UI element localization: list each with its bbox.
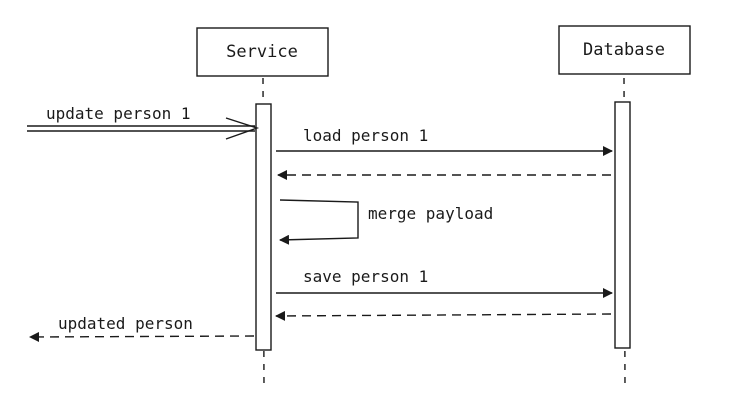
message-updated-response-line bbox=[29, 331, 255, 342]
message-save-request-label: save person 1 bbox=[303, 267, 428, 286]
activation-bar-database bbox=[614, 101, 631, 349]
message-merge-self-label: merge payload bbox=[368, 204, 493, 223]
message-update-request-label: update person 1 bbox=[46, 104, 191, 123]
message-updated-response-label: updated person bbox=[58, 314, 193, 333]
participant-database-label: Database bbox=[583, 40, 665, 60]
message-load-request: load person 1 bbox=[276, 126, 613, 156]
message-updated-response: updated person bbox=[29, 314, 255, 342]
participant-database-box bbox=[558, 25, 691, 75]
message-update-request-arrowhead bbox=[225, 117, 260, 140]
activation-bar-service bbox=[255, 103, 272, 351]
participant-service-label: Service bbox=[226, 42, 298, 62]
message-save-response bbox=[275, 310, 612, 321]
participant-database[interactable]: Database bbox=[558, 25, 691, 75]
participant-service-box bbox=[196, 27, 329, 77]
message-merge-self: merge payload bbox=[279, 199, 493, 245]
message-update-request: update person 1 bbox=[27, 104, 260, 140]
message-load-request-label: load person 1 bbox=[303, 126, 428, 145]
participant-service[interactable]: Service bbox=[196, 27, 329, 77]
message-merge-self-line bbox=[279, 199, 359, 245]
message-save-response-line bbox=[275, 310, 612, 321]
message-save-request: save person 1 bbox=[276, 267, 613, 298]
